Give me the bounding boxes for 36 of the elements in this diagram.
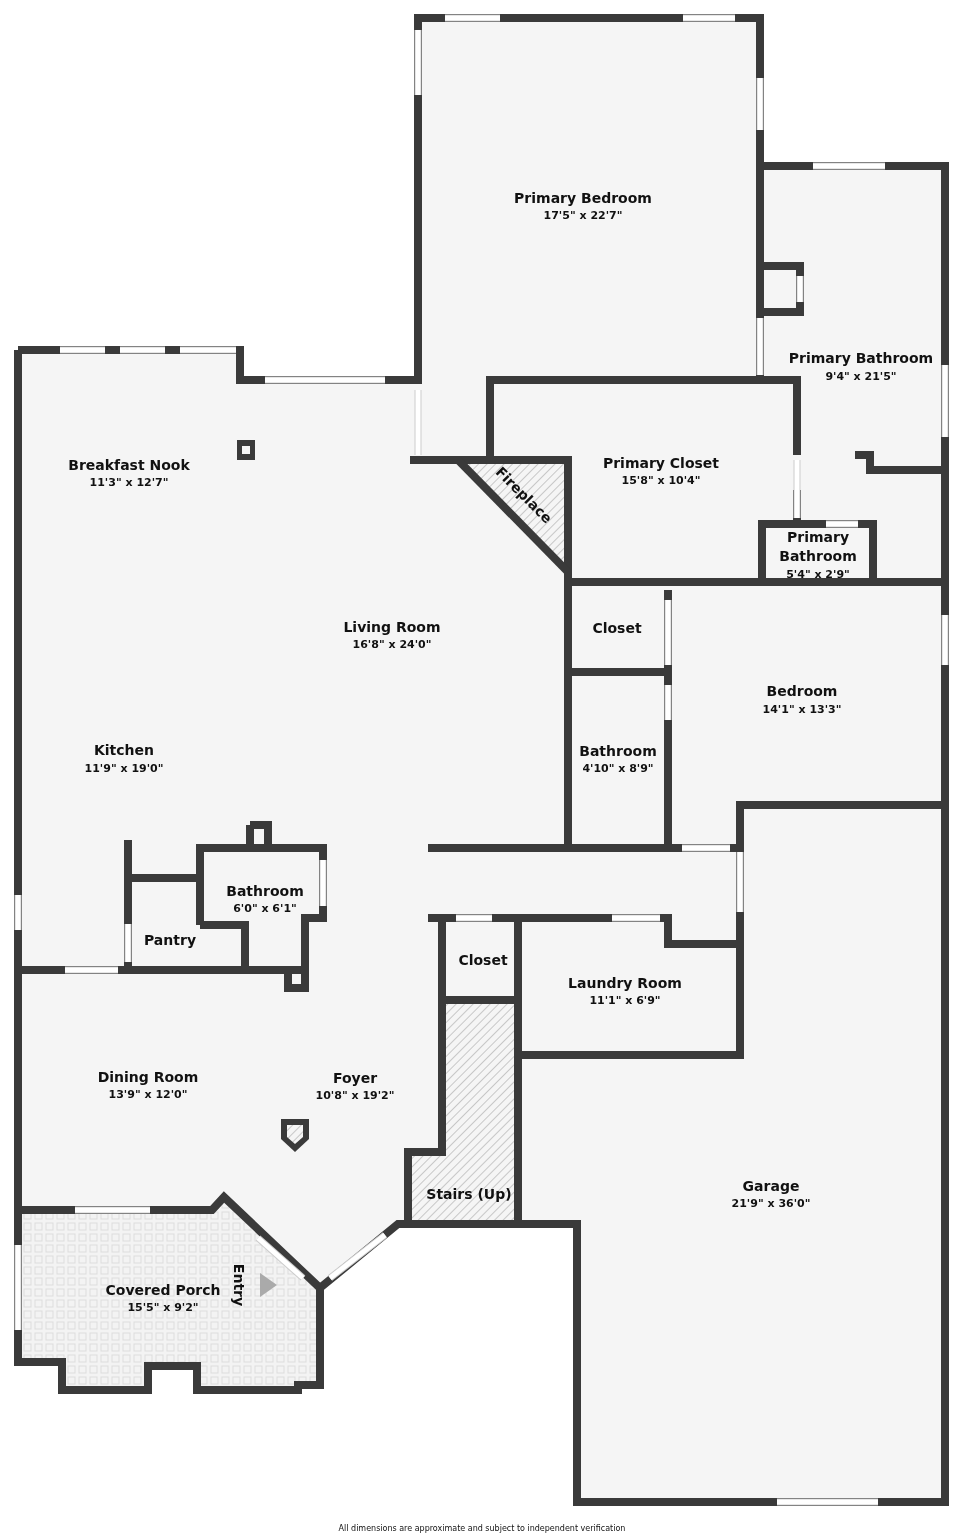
- room-name: Covered Porch: [105, 1282, 221, 1298]
- room-name: Bathroom: [579, 743, 657, 759]
- room-dimensions: 6'0" x 6'1": [233, 901, 297, 915]
- room-name: Pantry: [144, 932, 196, 948]
- room-name: Stairs (Up): [426, 1186, 512, 1202]
- room-dimensions: 11'1" x 6'9": [589, 993, 661, 1007]
- room-name: Bathroom: [226, 883, 304, 899]
- room-name: Kitchen: [93, 742, 155, 758]
- room-dimensions: 9'4" x 21'5": [825, 369, 897, 383]
- disclaimer-note: All dimensions are approximate and subject to independent verification: [338, 1523, 626, 1533]
- room-name: Breakfast Nook: [68, 457, 190, 473]
- room-name: Closet: [458, 952, 508, 968]
- room-name: Living Room: [343, 619, 441, 635]
- room-dimensions: 14'1" x 13'3": [762, 702, 842, 716]
- entry-label: Entry: [231, 1263, 247, 1307]
- room-dimensions: 10'8" x 19'2": [315, 1088, 395, 1102]
- room-dimensions: 11'9" x 19'0": [84, 761, 164, 775]
- room-dimensions: 11'3" x 12'7": [89, 475, 169, 489]
- room-dimensions: 15'8" x 10'4": [621, 473, 701, 487]
- room-name: Bedroom: [766, 683, 838, 699]
- room-dimensions: 15'5" x 9'2": [127, 1300, 199, 1314]
- room-name: Closet: [592, 620, 642, 636]
- room-name: Primary Closet: [602, 455, 720, 471]
- room-name: Primary Bathroom: [788, 350, 934, 366]
- room-dimensions: 4'10" x 8'9": [582, 761, 654, 775]
- room-dimensions: 13'9" x 12'0": [108, 1087, 188, 1101]
- room-dimensions: 21'9" x 36'0": [731, 1196, 811, 1210]
- room-dimensions: 16'8" x 24'0": [352, 637, 432, 651]
- room-name: Garage: [742, 1178, 800, 1194]
- room-name: Primary Bathroom: [778, 528, 858, 566]
- room-name: Foyer: [332, 1070, 378, 1086]
- room-dimensions: 17'5" x 22'7": [543, 208, 623, 222]
- room-name: Laundry Room: [568, 975, 682, 991]
- room-dimensions: 5'4" x 2'9": [786, 567, 850, 581]
- room-name: Dining Room: [97, 1069, 199, 1085]
- room-name: Primary Bedroom: [514, 190, 652, 206]
